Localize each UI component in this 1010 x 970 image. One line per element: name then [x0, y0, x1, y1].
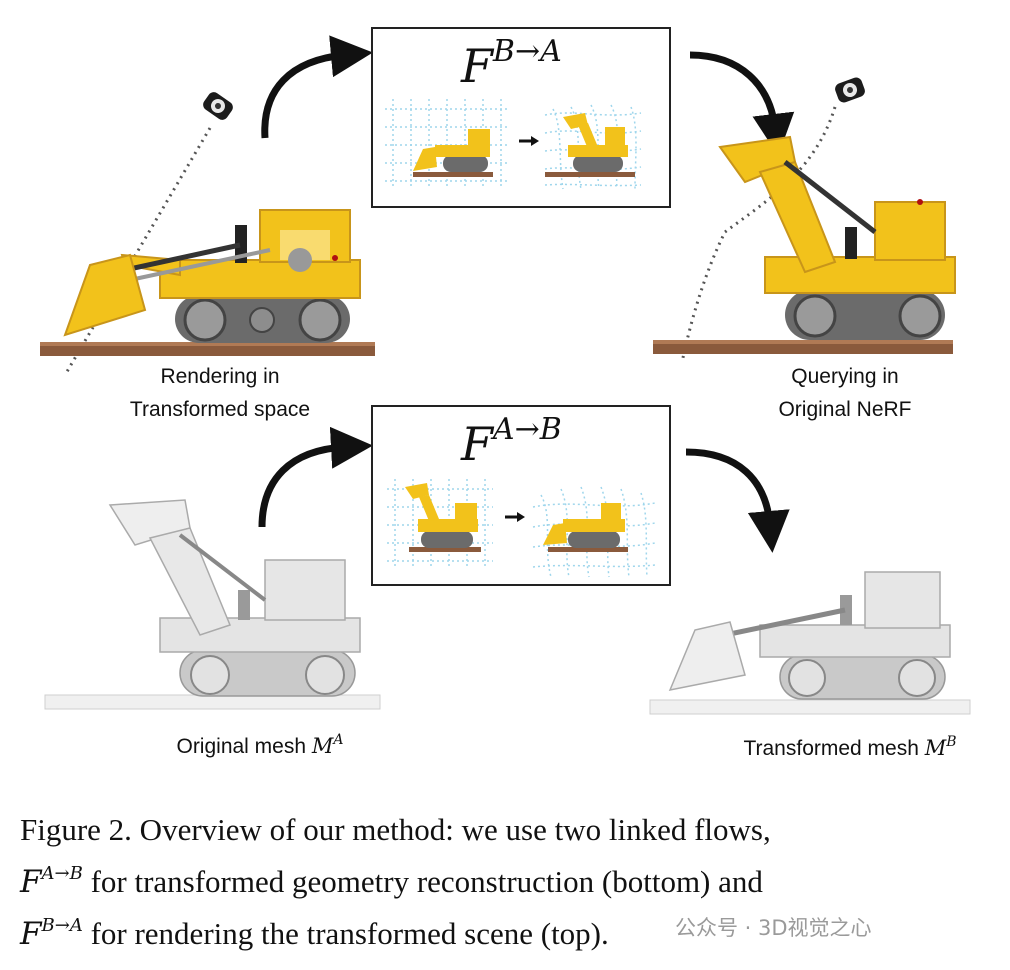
caption-querying: Querying in Original NeRF	[720, 360, 970, 426]
caption-rendering: Rendering in Transformed space	[90, 360, 350, 426]
caption-rendering-line1: Rendering in	[160, 365, 280, 388]
figure-caption-flow2-sup: B→A	[41, 915, 83, 936]
caption-original-mesh-symbol: M	[311, 734, 334, 758]
flow-arrow-icon	[519, 136, 539, 146]
camera-icon	[203, 92, 233, 120]
figure-caption-prefix: Figure 2. Overview of our method: we use…	[20, 812, 771, 847]
caption-original-mesh-sup: A	[333, 732, 344, 748]
caption-original-mesh-text: Original mesh	[176, 735, 312, 758]
gray-mesh-original	[44, 499, 381, 710]
curved-arrows	[258, 35, 795, 553]
flow-box-a-to-b: FA→B	[371, 405, 671, 586]
figure-caption-suffix: for rendering the transformed scene (top…	[82, 916, 609, 951]
figure-caption-middle: for transformed geometry reconstruction …	[82, 864, 763, 899]
camera-icon	[835, 77, 865, 103]
flow-label-b-to-a: FB→A	[461, 37, 562, 90]
caption-transformed-mesh-symbol: M	[924, 736, 947, 760]
figure-caption: Figure 2. Overview of our method: we use…	[20, 808, 995, 956]
curved-arrow-icon	[689, 51, 795, 156]
flow-label-a-to-b: FA→B	[461, 415, 562, 468]
flow-diagram-bottom	[387, 479, 656, 578]
flow-superscript: A→B	[492, 412, 562, 447]
flow-symbol: F	[461, 417, 493, 471]
flow-superscript: B→A	[492, 34, 562, 69]
watermark: 公众号 · 3D视觉之心	[675, 916, 872, 940]
flow-symbol: F	[461, 39, 493, 93]
caption-querying-line2: Original NeRF	[778, 398, 912, 421]
caption-transformed-mesh-text: Transformed mesh	[743, 737, 925, 760]
lego-bulldozer-render	[40, 92, 375, 376]
curved-arrow-icon	[685, 448, 790, 553]
curved-arrow-icon	[258, 426, 373, 528]
figure-caption-flow2-symbol: F	[20, 916, 42, 952]
figure-caption-flow1-symbol: F	[20, 864, 42, 900]
lego-bulldozer-query	[653, 77, 956, 362]
flow-diagram-top	[385, 99, 642, 190]
caption-original-mesh: Original mesh MA	[120, 724, 400, 763]
figure-caption-flow1-sup: A→B	[41, 863, 83, 884]
gray-mesh-transformed	[649, 571, 971, 715]
caption-rendering-line2: Transformed space	[129, 398, 311, 421]
caption-querying-line1: Querying in	[791, 365, 899, 388]
flow-box-b-to-a: FB→A	[371, 27, 671, 208]
curved-arrow-icon	[261, 35, 373, 139]
flow-arrow-icon	[505, 512, 525, 522]
caption-transformed-mesh: Transformed mesh MB	[700, 726, 1000, 765]
caption-transformed-mesh-sup: B	[946, 734, 957, 750]
